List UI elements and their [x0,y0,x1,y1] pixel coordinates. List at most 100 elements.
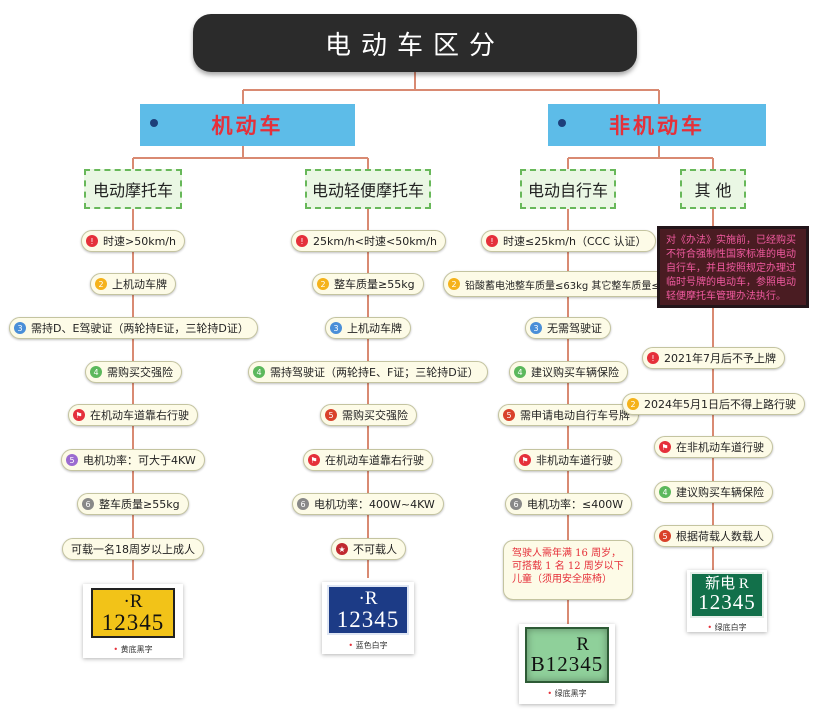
feature-item: 3 需持D、E驾驶证（两轮持E证，三轮持D证） [9,317,258,339]
item-text: 上机动车牌 [112,278,167,291]
plate-card-light-motorcycle: ·R 12345 • 蓝色白字 [322,582,414,654]
item-number-icon: ⚑ [659,441,671,453]
item-text: 根据荷载人数载人 [676,530,764,543]
feature-item: 4 需持驾驶证（两轮持E、F证；三轮持D证） [248,361,488,383]
category-label: 非机动车 [609,114,705,138]
item-number-icon: 4 [90,366,102,378]
item-number-icon: 3 [530,322,542,334]
feature-item: ! 时速>50km/h [81,230,185,252]
item-text: 电机功率：可大于4KW [83,454,196,467]
diagram-title: 电动车区分 [193,14,637,72]
bullet-icon [150,119,158,127]
item-text: 25km/h<时速<50km/h [313,235,437,248]
item-number-icon: 4 [253,366,265,378]
plate-line1: R [576,634,589,655]
item-text: 整车质量≥55kg [99,498,180,511]
feature-item: ⚑ 非机动车道行驶 [514,449,622,471]
item-text: 在机动车道靠右行驶 [325,454,424,467]
category-label: 机动车 [211,114,284,138]
plate-caption: • 黄底黑字 [113,645,153,654]
item-number-icon: 3 [330,322,342,334]
plate-line1: 新电 R [705,576,749,592]
sub-electric-motorcycle: 电动摩托车 [84,169,182,209]
plate-line2: 12345 [336,607,400,632]
feature-item: !时速≤25km/h（CCC 认证） [481,230,656,252]
item-number-icon: ★ [336,543,348,555]
feature-item: !2021年7月后不予上牌 [642,347,785,369]
item-text: 需持驾驶证（两轮持E、F证；三轮持D证） [270,366,479,379]
feature-item: ⚑ 在非机动车道行驶 [654,436,773,458]
sub-electric-light-motorcycle: 电动轻便摩托车 [305,169,431,209]
sub-other: 其 他 [680,169,746,209]
plate-caption: • 绿底黑字 [547,689,587,698]
feature-item: 2 上机动车牌 [90,273,176,295]
item-text: 非机动车道行驶 [536,454,613,467]
item-number-icon: 5 [66,454,78,466]
item-number-icon: ⚑ [308,454,320,466]
item-number-icon: 6 [297,498,309,510]
item-number-icon: 6 [82,498,94,510]
license-plate-yellow: ·R 12345 [91,588,175,638]
plate-line2: 12345 [101,610,165,635]
caption-text: 蓝色白字 [355,641,388,650]
item-text: 建议购买车辆保险 [531,366,619,379]
caption-text: 绿底黑字 [554,689,587,698]
item-text: 不可载人 [353,543,397,556]
plate-caption: • 蓝色白字 [348,641,388,650]
item-number-icon: 5 [659,530,671,542]
feature-item: 可载一名18周岁以上成人 [62,538,204,560]
item-number-icon: ! [647,352,659,364]
feature-item: 4 需购买交强险 [85,361,182,383]
category-non-motor-vehicle: 非机动车 [548,104,766,146]
item-text: 电机功率：≤400W [527,498,624,511]
feature-item: 6 电机功率：400W~4KW [292,493,444,515]
item-text: 上机动车牌 [347,322,402,335]
item-number-icon: ! [296,235,308,247]
feature-item: 5 电机功率：可大于4KW [61,449,205,471]
plate-card-bicycle: R B12345 • 绿底黑字 [519,624,615,704]
item-number-icon: 4 [514,366,526,378]
item-number-icon: 2 [95,278,107,290]
feature-item: 4 建议购买车辆保险 [509,361,628,383]
item-text: 时速>50km/h [103,235,176,248]
item-number-icon: ⚑ [73,409,85,421]
item-text: 整车质量≥55kg [334,278,415,291]
item-number-icon: ! [86,235,98,247]
feature-item: ⚑ 在机动车道靠右行驶 [303,449,433,471]
feature-item: 3 上机动车牌 [325,317,411,339]
item-text: 建议购买车辆保险 [676,486,764,499]
feature-item: 6 整车质量≥55kg [77,493,189,515]
bicycle-passenger-note: 驾驶人需年满 16 周岁，可搭载 1 名 12 周岁以下儿童（须用安全座椅） [503,540,633,600]
license-plate-dark-green: 新电 R 12345 [690,572,764,618]
item-text: 需购买交强险 [342,409,408,422]
category-motor-vehicle: 机动车 [140,104,355,146]
item-text: 在非机动车道行驶 [676,441,764,454]
item-text: 需持D、E驾驶证（两轮持E证，三轮持D证） [31,322,249,335]
feature-item: 5 根据荷载人数载人 [654,525,773,547]
item-number-icon: 4 [659,486,671,498]
plate-line2: 12345 [698,590,756,614]
caption-text: 绿底白字 [714,623,747,632]
item-text: 需购买交强险 [107,366,173,379]
plate-card-motorcycle: ·R 12345 • 黄底黑字 [83,584,183,658]
license-plate-green: R B12345 [525,627,609,683]
sub-electric-bicycle: 电动自行车 [520,169,616,209]
item-text: 需申请电动自行车号牌 [520,409,630,422]
item-text: 可载一名18周岁以上成人 [71,543,195,556]
item-number-icon: 2 [448,278,460,290]
plate-line1: ·R [358,588,378,609]
item-text: 无需驾驶证 [547,322,602,335]
item-number-icon: ! [486,235,498,247]
item-number-icon: 3 [14,322,26,334]
item-number-icon: 2 [627,398,639,410]
item-text: 在机动车道靠右行驶 [90,409,189,422]
caption-text: 黄底黑字 [120,645,153,654]
item-number-icon: ⚑ [519,454,531,466]
item-text: 电机功率：400W~4KW [314,498,435,511]
license-plate-blue: ·R 12345 [327,585,409,635]
item-number-icon: 5 [503,409,515,421]
